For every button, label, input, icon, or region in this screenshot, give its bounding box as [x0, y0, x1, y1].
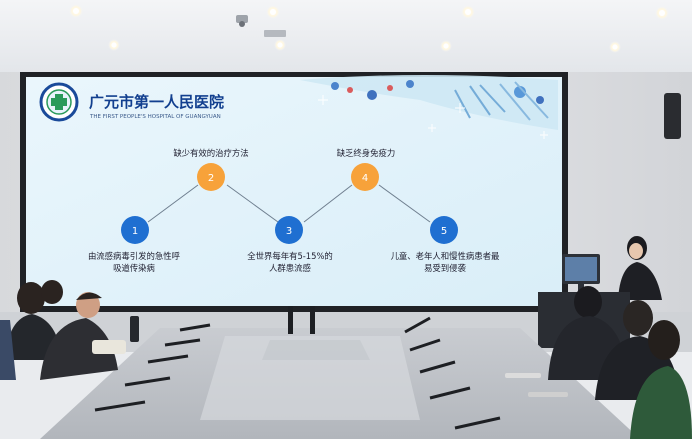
diagram-node-4: 4 缺乏终身免疫力	[337, 148, 396, 191]
wall-speaker	[664, 93, 681, 139]
node-3-number: 3	[286, 226, 292, 237]
node-5-number: 5	[441, 226, 447, 237]
node-4-caption-line-1: 缺乏终身免疫力	[337, 148, 396, 158]
node-3-caption-line-1: 全世界每年有5-15%的	[247, 251, 333, 261]
presenter	[618, 236, 662, 300]
node-1-number: 1	[132, 226, 138, 237]
diagram-node-1: 1 由流感病毒引发的急性呼 吸道传染病	[88, 216, 181, 273]
node-4-number: 4	[362, 173, 368, 184]
node-3-caption-line-2: 人群患流感	[269, 263, 311, 273]
hospital-name: 广元市第一人民医院	[89, 93, 224, 111]
diagram-node-2: 2 缺少有效的治疗方法	[173, 148, 249, 191]
node-5-caption-line-1: 儿童、老年人和慢性病患者最	[391, 251, 500, 261]
hospital-name-en: THE FIRST PEOPLE'S HOSPITAL OF GUANGYUAN	[89, 114, 221, 120]
presenter-monitor	[562, 254, 600, 292]
diagram-connectors	[147, 184, 431, 223]
display-screen	[26, 77, 562, 306]
node-1-caption-line-1: 由流感病毒引发的急性呼	[88, 251, 181, 261]
node-2-number: 2	[208, 173, 214, 184]
ceiling	[0, 0, 692, 72]
table-microphones	[94, 306, 501, 430]
ceiling-lights	[69, 4, 669, 53]
node-5-caption-line-2: 易受到侵袭	[424, 263, 466, 273]
ceiling-camera	[236, 15, 286, 37]
hospital-logo	[39, 82, 79, 122]
diagram-node-5: 5 儿童、老年人和慢性病患者最 易受到侵袭	[391, 216, 500, 273]
right-attendees	[505, 286, 692, 439]
slide-decoration	[300, 75, 558, 139]
water-bottle	[130, 316, 139, 342]
diagram-node-3: 3 全世界每年有5-15%的 人群患流感	[247, 216, 333, 273]
node-1-caption-line-2: 吸道传染病	[113, 263, 155, 273]
node-2-caption-line-1: 缺少有效的治疗方法	[173, 148, 248, 158]
left-attendees	[0, 280, 126, 380]
